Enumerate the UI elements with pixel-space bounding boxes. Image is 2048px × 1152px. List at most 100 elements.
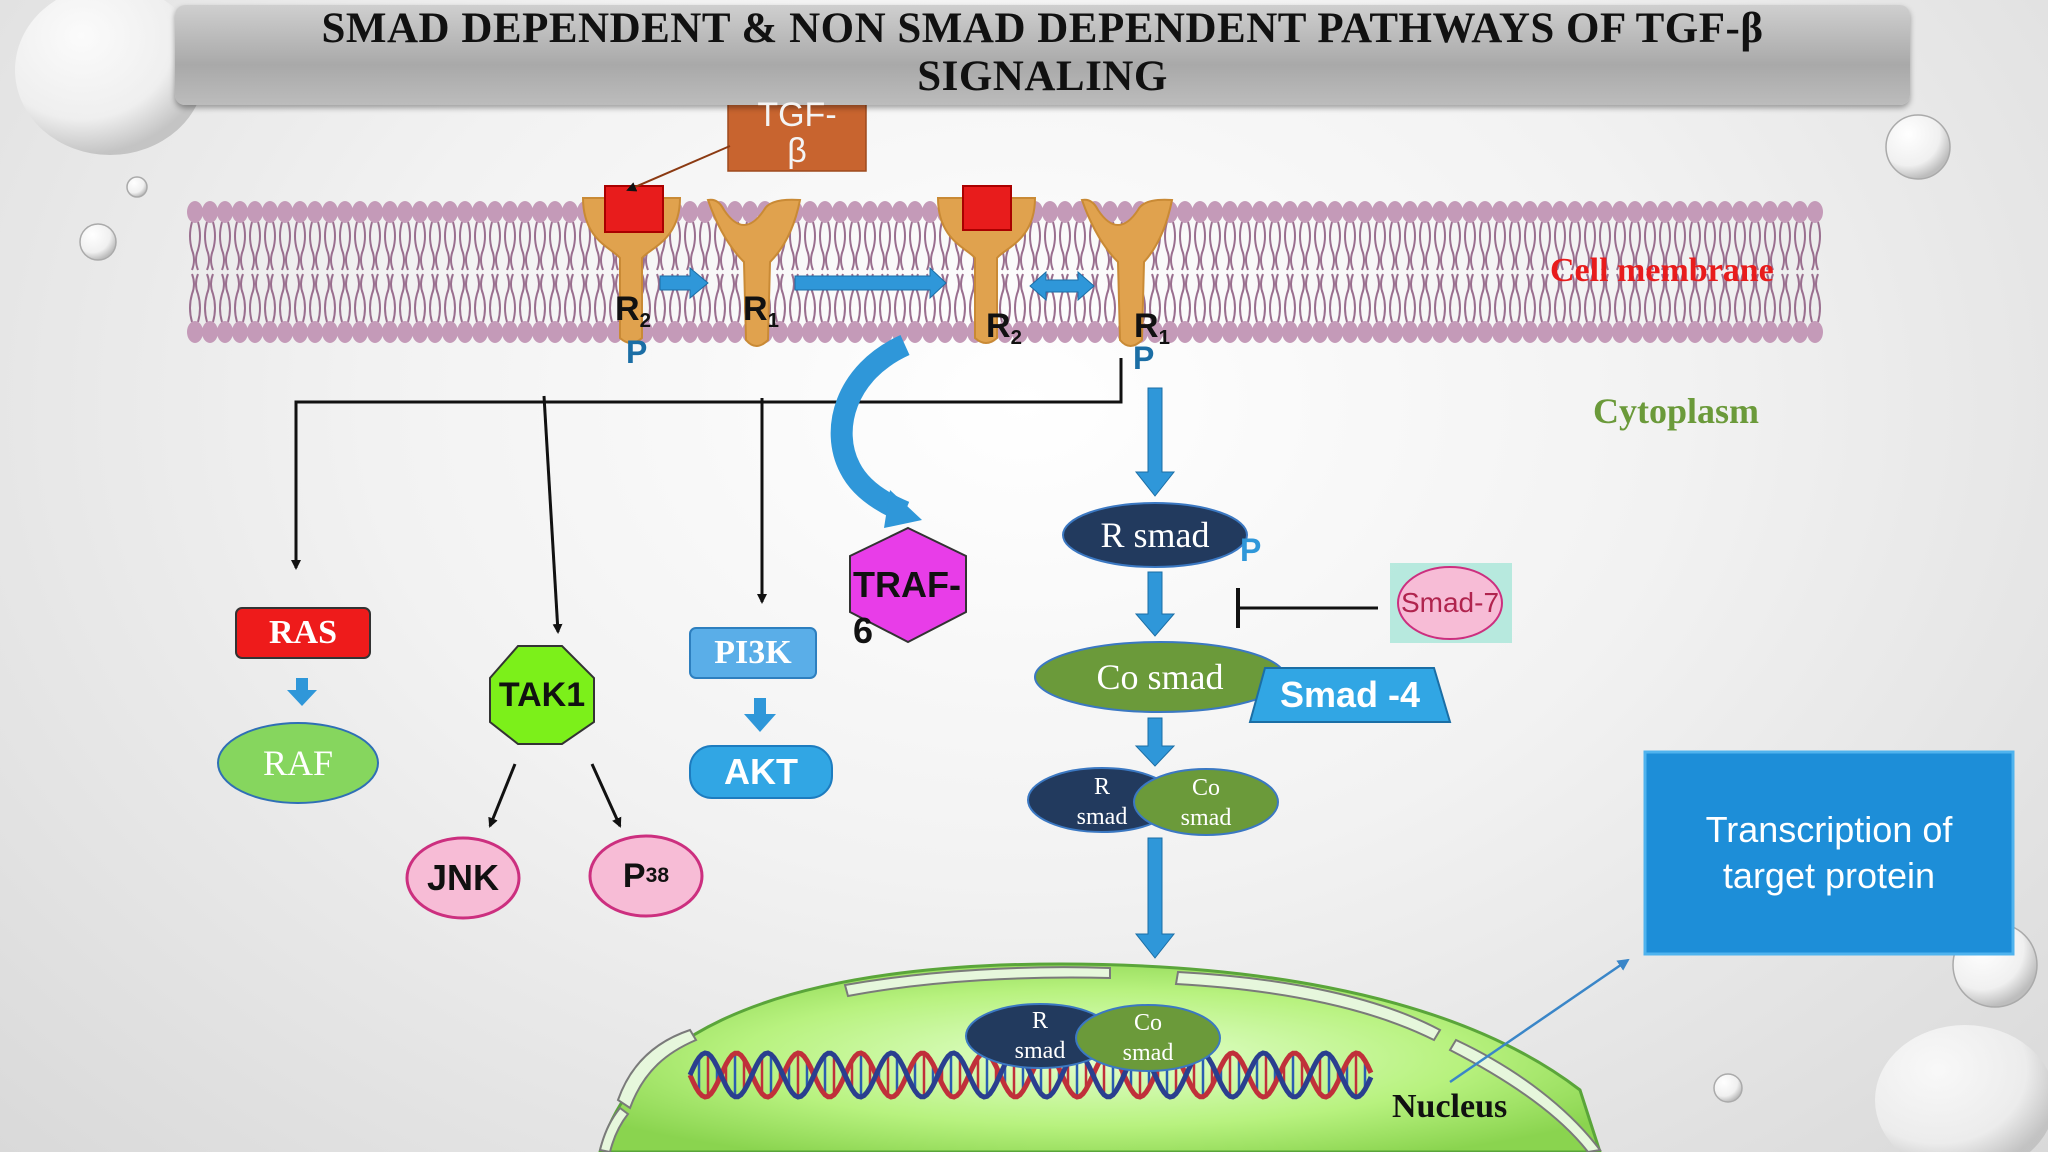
lipid-tail — [1515, 221, 1521, 271]
lipid-head — [1777, 201, 1793, 223]
lipid-tail — [1290, 221, 1296, 271]
lipid-head — [1612, 321, 1628, 343]
lipid-tail — [699, 221, 705, 271]
lipid-tail — [1509, 221, 1515, 271]
lipid-tail — [774, 273, 780, 323]
lipid-head — [1642, 321, 1658, 343]
lipid-tail — [1254, 273, 1260, 323]
traf6-arrowhead — [884, 490, 922, 528]
lipid-tail — [375, 273, 381, 323]
lipid-tail — [564, 221, 570, 271]
lipid-tail — [1644, 221, 1650, 271]
lipid-tail — [1470, 273, 1476, 323]
lipid-tail — [534, 273, 540, 323]
lipid-tail — [504, 221, 510, 271]
lipid-head — [517, 201, 533, 223]
lipid-head — [262, 321, 278, 343]
lipid-head — [1687, 201, 1703, 223]
lipid-tail — [540, 221, 546, 271]
lipid-tail — [294, 221, 300, 271]
lipid-tail — [1629, 221, 1635, 271]
lipid-head — [1312, 201, 1328, 223]
lipid-tail — [564, 273, 570, 323]
lipid-head — [337, 321, 353, 343]
lipid-tail — [1800, 273, 1806, 323]
lipid-head — [427, 201, 443, 223]
lipid-tail — [825, 221, 831, 271]
lipid-head — [562, 321, 578, 343]
lipid-tail — [1215, 221, 1221, 271]
lipid-head — [1267, 321, 1283, 343]
lipid-tail — [579, 221, 585, 271]
smad4-trapezoid — [1248, 667, 1452, 723]
lipid-head — [1807, 201, 1823, 223]
lipid-head — [1102, 201, 1118, 223]
lipid-tail — [345, 273, 351, 323]
lipid-tail — [1359, 221, 1365, 271]
nuclear-co-line-1: Co — [1133, 1010, 1162, 1036]
title-line-2: SIGNALING — [917, 53, 1168, 100]
lipid-tail — [1560, 273, 1566, 323]
complex-co-line-1: Co — [1191, 775, 1220, 801]
lipid-head — [442, 201, 458, 223]
lipid-tail — [300, 221, 306, 271]
lipid-tail — [1089, 221, 1095, 271]
lipid-tail — [1164, 221, 1170, 271]
lipid-tail — [894, 221, 900, 271]
traf6-hexagon — [849, 526, 967, 644]
lipid-head — [832, 321, 848, 343]
lipid-tail — [1179, 221, 1185, 271]
lipid-tail — [1530, 273, 1536, 323]
lipid-tail — [1425, 273, 1431, 323]
raf-ellipse — [217, 722, 379, 804]
lipid-head — [922, 321, 938, 343]
lipid-tail — [204, 221, 210, 271]
r2-right-label: R2 — [986, 307, 1022, 350]
lipid-tail — [1554, 221, 1560, 271]
lipid-tail — [399, 273, 405, 323]
lipid-tail — [1245, 221, 1251, 271]
lipid-tail — [705, 221, 711, 271]
lipid-head — [1042, 201, 1058, 223]
lipid-tail — [1689, 273, 1695, 323]
lipid-head — [907, 321, 923, 343]
lipid-head — [232, 321, 248, 343]
lipid-tail — [1755, 221, 1761, 271]
lipid-tail — [729, 273, 735, 323]
lipid-tail — [219, 221, 225, 271]
lipid-head — [412, 201, 428, 223]
r2-right-sub: 2 — [1010, 327, 1022, 350]
complex-co-line-2: smad — [1180, 805, 1232, 831]
lipid-tail — [1305, 273, 1311, 323]
lipid-tail — [1569, 273, 1575, 323]
lipid-tail — [330, 221, 336, 271]
lipid-tail — [1779, 273, 1785, 323]
lipid-tail — [390, 221, 396, 271]
lipid-tail — [1014, 273, 1020, 323]
lipid-tail — [945, 273, 951, 323]
lipid-tail — [249, 221, 255, 271]
lipid-tail — [414, 221, 420, 271]
lipid-tail — [1290, 273, 1296, 323]
lipid-tail — [285, 221, 291, 271]
lipid-tail — [780, 273, 786, 323]
traf6-curved-arrow — [830, 334, 910, 523]
lipid-tail — [285, 273, 291, 323]
lipid-head — [787, 321, 803, 343]
lipid-tail — [195, 221, 201, 271]
lipid-head — [307, 201, 323, 223]
lipid-tail — [225, 273, 231, 323]
r1-left-sub: 1 — [767, 310, 779, 333]
lipid-tail — [1530, 221, 1536, 271]
lipid-tail — [1710, 221, 1716, 271]
lipid-head — [1402, 201, 1418, 223]
r1-left-letter: R — [743, 290, 768, 328]
lipid-head — [1087, 321, 1103, 343]
lipid-tail — [1305, 221, 1311, 271]
lipid-head — [1717, 201, 1733, 223]
lipid-tail — [1320, 273, 1326, 323]
transcription-box — [1643, 750, 2015, 956]
lipid-tail — [1755, 273, 1761, 323]
lipid-tail — [1689, 221, 1695, 271]
